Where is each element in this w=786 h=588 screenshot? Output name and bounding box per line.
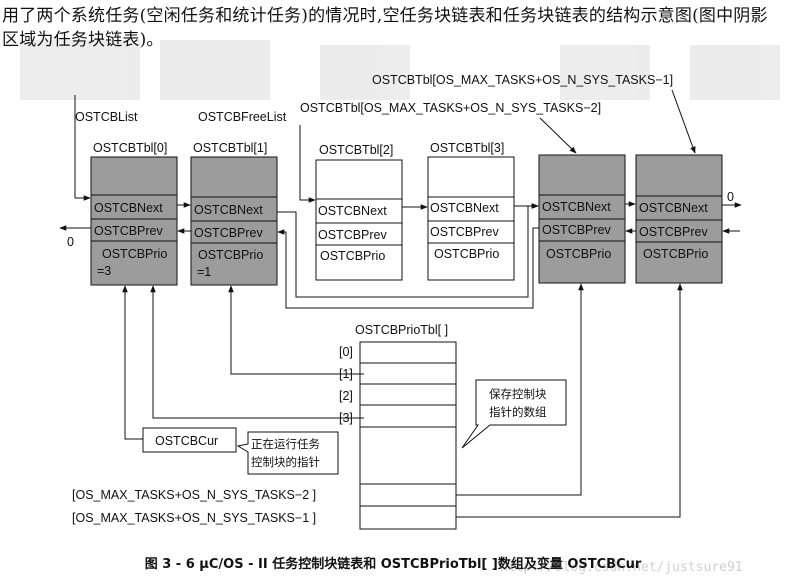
cur-note-line1: 正在运行任务 [251,437,320,451]
priotbl-index-2: [2] [339,389,353,403]
background-watermark [20,40,780,100]
priotbl-title: OSTCBPrioTbl[ ] [355,323,448,337]
ostcbfreelist-label: OSTCBFreeList [198,110,287,124]
block2-prev-field: OSTCBPrev [318,228,388,242]
priotbl-max1-to-block5 [456,283,683,518]
tcb-block-5: OSTCBNext OSTCBPrev OSTCBPrio [635,154,723,284]
block5-prev-field: OSTCBPrev [639,225,709,239]
priotbl-index-max-minus-1: [OS_MAX_TASKS+OS_N_SYS_TASKS−1 ] [72,511,316,525]
priotbl3-to-block0 [150,285,364,419]
tcb-block-4: OSTCBNext OSTCBPrev OSTCBPrio [538,154,626,284]
tcb-block-2: OSTCBNext OSTCBPrev OSTCBPrio [315,159,403,281]
zero-left-label: 0 [67,235,74,249]
watermark-url: http://blog.csdn.net/justsure91 [500,560,743,575]
block0-prio-field: OSTCBPrio [102,247,167,261]
zero-right-label: 0 [727,190,734,204]
tcb-block-0: OSTCBNext OSTCBPrev OSTCBPrio =3 [90,156,178,286]
tcb-block-3: OSTCBNext OSTCBPrev OSTCBPrio [427,156,515,281]
ostcbcur-box [142,427,237,453]
ostcbcur-pointer [122,285,143,440]
figure-caption: 图 3 - 6 μC/OS - II 任务控制块链表和 OSTCBPrioTbl… [144,557,642,572]
block2-prio-field: OSTCBPrio [320,249,385,263]
ostcbfreelist-pointer [299,125,316,203]
priotbl-max2-to-block4 [456,283,584,496]
block-title-1: OSTCBTbl[1] [193,141,267,155]
priotbl1-to-block1 [228,285,364,375]
block-title-0: OSTCBTbl[0] [93,141,167,155]
array-note-line2: 指针的数组 [489,405,547,419]
ostcblist-pointer [74,95,91,201]
tcb-block-1: OSTCBNext OSTCBPrev OSTCBPrio =1 [190,156,278,286]
block-title-2: OSTCBTbl[2] [319,143,393,157]
tbl-max-minus-1-pointer [671,89,696,154]
block-title-3: OSTCBTbl[3] [430,141,504,155]
block4-prev-field: OSTCBPrev [542,223,612,237]
block1-prio-value: =1 [197,265,211,279]
block1-next-field: OSTCBNext [194,203,263,217]
ostcblist-label: OSTCBList [75,110,138,124]
block3-prio-field: OSTCBPrio [434,247,499,261]
block0-prio-value: =3 [97,264,111,278]
block4-prio-field: OSTCBPrio [546,247,611,261]
priotbl-index-max-minus-2: [OS_MAX_TASKS+OS_N_SYS_TASKS−2 ] [72,488,316,502]
intro-paragraph: 用了两个系统任务(空闲任务和统计任务)的情况时,空任务块链表和任务块链表的结构示… [2,6,768,50]
block3-prev-field: OSTCBPrev [430,225,500,239]
tbl-max-minus-1-label: OSTCBTbl[OS_MAX_TASKS+OS_N_SYS_TASKS−1] [372,73,673,87]
block4-next-field: OSTCBNext [542,200,611,214]
block5-prio-field: OSTCBPrio [643,247,708,261]
block0-next-field: OSTCBNext [94,201,163,215]
block5-next-field: OSTCBNext [639,201,708,215]
array-note-line1: 保存控制块 [489,387,547,401]
array-note-callout: 保存控制块 指针的数组 [461,379,567,449]
arrow-block4-prev [277,227,539,309]
block0-prev-field: OSTCBPrev [94,224,164,238]
block3-next-field: OSTCBNext [430,201,499,215]
block1-prio-field: OSTCBPrio [198,248,263,262]
block1-prev-field: OSTCBPrev [194,226,264,240]
priotbl-array [359,341,457,530]
tbl-max-minus-2-label: OSTCBTbl[OS_MAX_TASKS+OS_N_SYS_TASKS−2] [300,101,601,115]
priotbl-index-0: [0] [339,345,353,359]
cur-note-line2: 控制块的指针 [251,455,320,469]
cur-note-callout: 正在运行任务 控制块的指针 [236,431,339,475]
tbl-max-minus-2-pointer [539,117,577,154]
block2-next-field: OSTCBNext [318,204,387,218]
ostcbcur-label: OSTCBCur [155,434,218,448]
